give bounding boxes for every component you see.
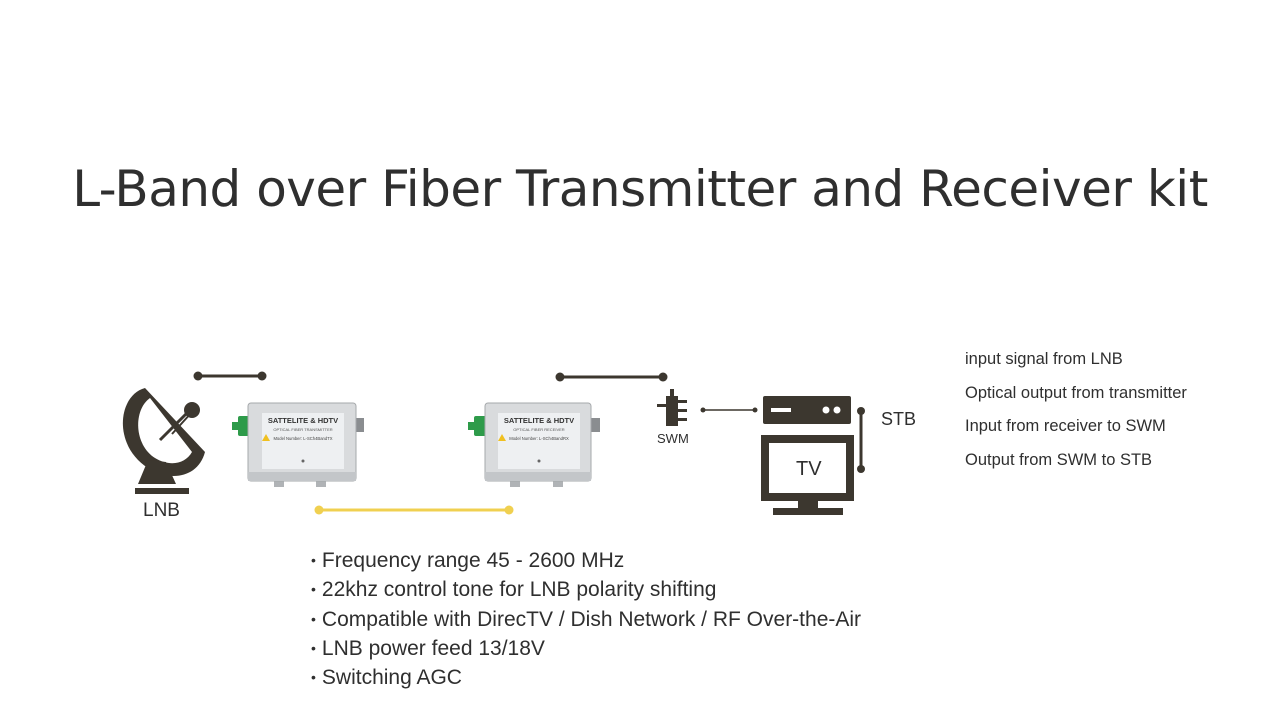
stb-label: STB (881, 409, 917, 429)
feature-item: 22khz control tone for LNB polarity shif… (311, 577, 861, 606)
feature-list: Frequency range 45 - 2600 MHz 22khz cont… (311, 548, 861, 694)
transmitter-heading: SATTELITE & HDTV (268, 416, 338, 425)
legend: input signal from LNB Optical output fro… (965, 348, 1187, 482)
feature-item: Compatible with DirecTV / Dish Network /… (311, 607, 861, 636)
transmitter-model: Model Number: L-SCh4BandTX (273, 436, 332, 441)
feature-item: Switching AGC (311, 665, 861, 694)
legend-item: Optical output from transmitter (965, 383, 1187, 402)
satellite-dish-icon (122, 388, 205, 494)
transmitter-subheading: OPTICAL FIBER TRANSMITTER (273, 427, 332, 432)
receiver-model: Model Number: L-SCh4BandRX (509, 436, 569, 441)
swm-splitter-icon (657, 389, 687, 426)
transmitter-unit: SATTELITE & HDTV OPTICAL FIBER TRANSMITT… (232, 402, 364, 487)
legend-item: input signal from LNB (965, 350, 1123, 368)
fiber-optic-line (314, 505, 514, 515)
tv-label: TV (796, 458, 822, 480)
page-title: L-Band over Fiber Transmitter and Receiv… (72, 160, 1208, 218)
receiver-unit: SATTELITE & HDTV OPTICAL FIBER RECEIVER … (468, 402, 600, 487)
swm-to-stb-line (700, 407, 758, 413)
lnb-label: LNB (143, 500, 180, 521)
stb-tv-line (857, 407, 865, 473)
legend-item: Input from receiver to SWM (965, 417, 1166, 435)
lnb-input-line (193, 371, 267, 381)
receiver-output-line (555, 372, 668, 382)
receiver-heading: SATTELITE & HDTV (504, 416, 574, 425)
swm-label: SWM (657, 431, 689, 446)
set-top-box-icon (763, 396, 851, 424)
legend-item: Output from SWM to STB (965, 450, 1153, 469)
tv-icon (761, 435, 854, 515)
feature-item: LNB power feed 13/18V (311, 636, 861, 665)
receiver-subheading: OPTICAL FIBER RECEIVER (513, 427, 565, 432)
feature-item: Frequency range 45 - 2600 MHz (311, 548, 861, 577)
